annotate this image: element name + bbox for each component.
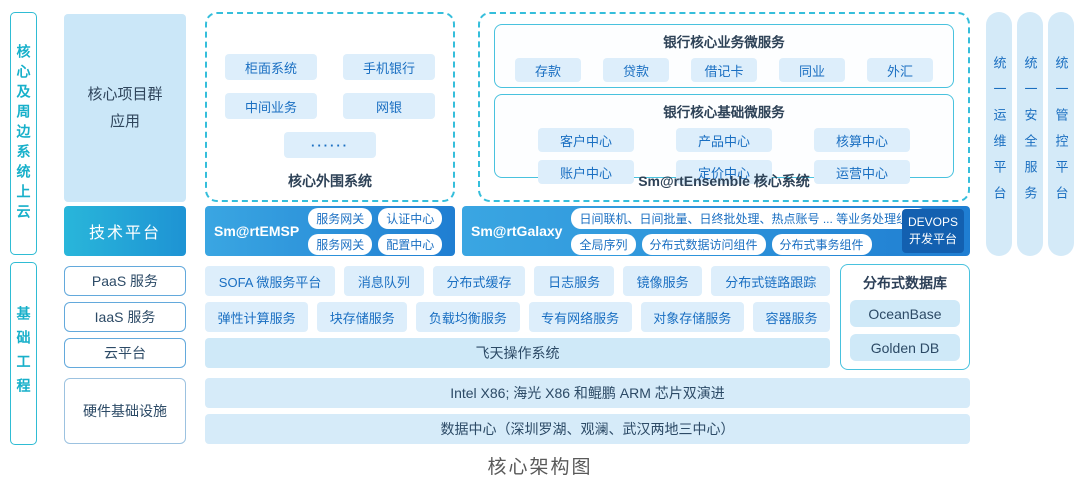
- rail-infrastructure: 基础工程: [10, 262, 37, 445]
- core-apps-block: 核心项目群 应用: [64, 14, 186, 202]
- emsp-box: Sm@rtEMSP 服务网关 认证中心 服务网关 配置中心: [205, 206, 455, 256]
- base-microservices-box: 银行核心基础微服务 客户中心 产品中心 核算中心 账户中心 定价中心 运营中心: [494, 94, 954, 184]
- devops-platform: DEVOPS 开发平台: [901, 208, 964, 254]
- iaas-services-row: 弹性计算服务 块存储服务 负载均衡服务 专有网络服务 对象存储服务 容器服务: [205, 302, 831, 332]
- apsara-os-bar: 飞天操作系统: [205, 338, 830, 368]
- rail-unified-control-label: 统一管控平台: [1053, 56, 1069, 212]
- rail-core-cloud: 核心及周边系统上云: [10, 12, 37, 255]
- business-microservices-title: 银行核心业务微服务: [663, 35, 785, 50]
- hardware-label: 硬件基础设施: [83, 403, 167, 419]
- paas-log-service: 日志服务: [534, 266, 614, 296]
- peripheral-item-online-banking: 网银: [343, 93, 435, 119]
- business-microservices-items: 存款 贷款 借记卡 同业 外汇: [495, 58, 953, 82]
- galaxy-pills: 日间联机、日间批量、日终批处理、热点账号 ... 等业务处理组件 全局序列 分布…: [571, 207, 929, 255]
- cloud-label: 云平台: [104, 345, 146, 361]
- rail-unified-ops-label: 统一运维平台: [991, 56, 1007, 212]
- iaas-load-balancing: 负载均衡服务: [416, 302, 520, 332]
- galaxy-transaction-component: 分布式事务组件: [771, 233, 872, 255]
- paas-message-queue: 消息队列: [344, 266, 424, 296]
- paas-link-tracing: 分布式链路跟踪: [711, 266, 831, 296]
- distributed-database-box: 分布式数据库 OceanBase Golden DB: [840, 264, 970, 370]
- peripheral-items: 柜面系统 手机银行 中间业务 网银 ······: [207, 14, 453, 158]
- peripheral-systems-box: 柜面系统 手机银行 中间业务 网银 ······ 核心外围系统: [205, 12, 455, 202]
- db-goldendb: Golden DB: [850, 334, 960, 361]
- ensemble-caption: Sm@rtEnsemble 核心系统: [638, 173, 810, 189]
- base-item-customer-center: 客户中心: [538, 128, 634, 152]
- tech-platform-label: 技术平台: [88, 225, 161, 242]
- rail-core-cloud-label: 核心及周边系统上云: [15, 43, 32, 224]
- hardware-label-block: 硬件基础设施: [64, 378, 186, 444]
- db-oceanbase: OceanBase: [850, 300, 960, 327]
- rail-infrastructure-label: 基础工程: [15, 305, 32, 402]
- rail-unified-control: 统一管控平台: [1048, 12, 1074, 256]
- emsp-service-gateway-2: 服务网关: [308, 233, 373, 255]
- galaxy-data-access-component: 分布式数据访问组件: [641, 233, 766, 255]
- paas-sofa: SOFA 微服务平台: [205, 266, 336, 296]
- cloud-label-block: 云平台: [64, 338, 186, 368]
- emsp-service-gateway-1: 服务网关: [308, 207, 373, 229]
- base-microservices-items: 客户中心 产品中心 核算中心 账户中心 定价中心 运营中心: [495, 128, 953, 184]
- business-item-loan: 贷款: [603, 58, 669, 82]
- galaxy-name: Sm@rtGalaxy: [471, 223, 563, 239]
- base-microservices-title: 银行核心基础微服务: [663, 105, 785, 120]
- base-item-operations-center: 运营中心: [814, 160, 910, 184]
- galaxy-global-sequence: 全局序列: [571, 233, 636, 255]
- ensemble-core-box: 银行核心业务微服务 存款 贷款 借记卡 同业 外汇 银行核心基础微服务 客户中心…: [478, 12, 970, 202]
- base-item-account-center: 账户中心: [538, 160, 634, 184]
- rail-unified-ops: 统一运维平台: [986, 12, 1012, 256]
- emsp-config-center: 配置中心: [378, 233, 443, 255]
- business-microservices-box: 银行核心业务微服务 存款 贷款 借记卡 同业 外汇: [494, 24, 954, 88]
- iaas-elastic-compute: 弹性计算服务: [205, 302, 309, 332]
- peripheral-item-mobile-banking: 手机银行: [343, 54, 435, 80]
- iaas-object-storage: 对象存储服务: [640, 302, 744, 332]
- paas-image-service: 镜像服务: [622, 266, 703, 296]
- paas-label-block: PaaS 服务: [64, 266, 186, 296]
- base-item-accounting-center: 核算中心: [814, 128, 910, 152]
- iaas-private-network: 专有网络服务: [528, 302, 632, 332]
- data-center-bar: 数据中心（深圳罗湖、观澜、武汉两地三中心）: [205, 414, 970, 444]
- core-apps-line1: 核心项目群: [87, 86, 163, 103]
- iaas-label: IaaS 服务: [94, 309, 156, 325]
- business-item-deposit: 存款: [515, 58, 581, 82]
- iaas-block-storage: 块存储服务: [317, 302, 408, 332]
- galaxy-box: Sm@rtGalaxy 日间联机、日间批量、日终批处理、热点账号 ... 等业务…: [462, 206, 970, 256]
- emsp-auth-center: 认证中心: [378, 207, 443, 229]
- rail-unified-security: 统一安全服务: [1017, 12, 1043, 256]
- paas-label: PaaS 服务: [91, 273, 159, 289]
- emsp-name: Sm@rtEMSP: [214, 223, 300, 239]
- diagram-caption: 核心架构图: [487, 457, 593, 478]
- tech-platform-block: 技术平台: [64, 206, 186, 256]
- paas-services-row: SOFA 微服务平台 消息队列 分布式缓存 日志服务 镜像服务 分布式链路跟踪: [205, 266, 831, 296]
- paas-distributed-cache: 分布式缓存: [432, 266, 526, 296]
- business-item-forex: 外汇: [867, 58, 933, 82]
- business-item-debit-card: 借记卡: [691, 58, 757, 82]
- peripheral-item-intermediate: 中间业务: [225, 93, 317, 119]
- emsp-pills: 服务网关 认证中心 服务网关 配置中心: [308, 207, 449, 255]
- base-item-pricing-center: 定价中心: [676, 160, 772, 184]
- galaxy-row1: 日间联机、日间批量、日终批处理、热点账号 ... 等业务处理组件: [571, 207, 929, 229]
- base-item-product-center: 产品中心: [676, 128, 772, 152]
- iaas-container-service: 容器服务: [752, 302, 831, 332]
- peripheral-item-counter: 柜面系统: [225, 54, 317, 80]
- galaxy-row2: 全局序列 分布式数据访问组件 分布式事务组件: [571, 233, 896, 255]
- peripheral-caption: 核心外围系统: [288, 173, 372, 189]
- peripheral-ellipsis: ······: [284, 132, 376, 158]
- chip-evolution-bar: Intel X86; 海光 X86 和鲲鹏 ARM 芯片双演进: [205, 378, 970, 408]
- rail-unified-security-label: 统一安全服务: [1022, 56, 1038, 212]
- distributed-database-title: 分布式数据库: [863, 275, 947, 291]
- emsp-row1: 服务网关 认证中心: [308, 207, 449, 229]
- business-item-interbank: 同业: [779, 58, 845, 82]
- core-apps-line2: 应用: [109, 113, 140, 130]
- emsp-row2: 服务网关 配置中心: [308, 233, 449, 255]
- galaxy-business-components: 日间联机、日间批量、日终批处理、热点账号 ... 等业务处理组件: [571, 207, 929, 229]
- devops-line2: 开发平台: [908, 232, 957, 246]
- iaas-label-block: IaaS 服务: [64, 302, 186, 332]
- devops-line1: DEVOPS: [907, 214, 958, 229]
